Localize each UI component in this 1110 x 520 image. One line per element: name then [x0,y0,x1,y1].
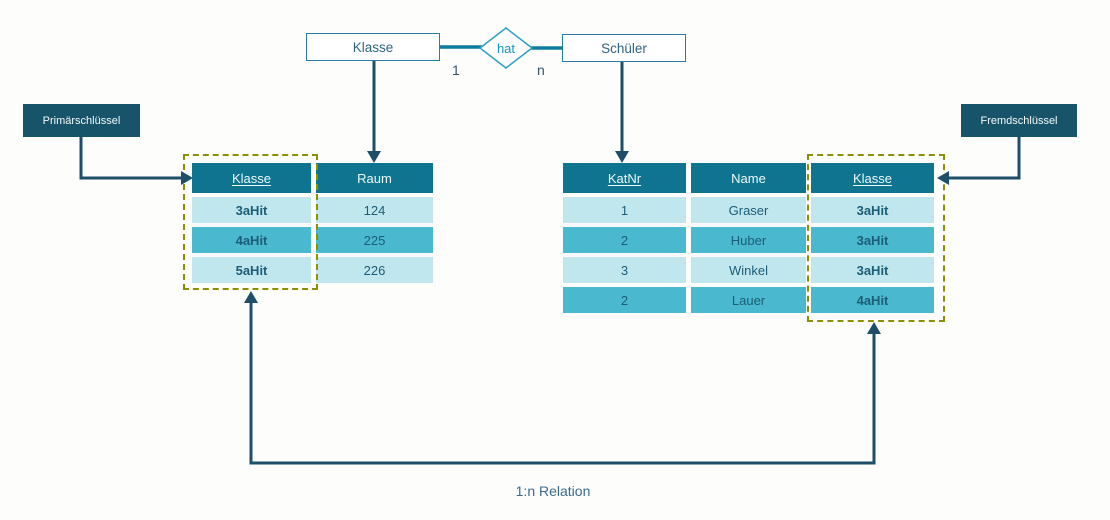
entity-klasse-label: Klasse [352,39,394,55]
column-header: KatNr [563,163,686,193]
table-cell: 226 [316,257,433,283]
table-cell: Huber [691,227,806,253]
column-header: Raum [316,163,433,193]
column-header: Klasse [811,163,934,193]
klasse-entity-arrowhead-icon [367,151,381,163]
column-header: Name [691,163,806,193]
column-header: Klasse [192,163,311,193]
primary-key-label-text: Primärschlüssel [42,114,121,127]
relation-diamond [478,27,534,69]
entity-schueler: Schüler [562,34,686,62]
primary-key-arrow-line [79,137,181,180]
table-cell: 2 [563,227,686,253]
table-cell: 5aHit [192,257,311,283]
table-cell: 1 [563,197,686,223]
table-cell: 3aHit [192,197,311,223]
table-cell: 4aHit [192,227,311,253]
table-cell: 2 [563,287,686,313]
table-cell: 124 [316,197,433,223]
table-cell: Graser [691,197,806,223]
foreign-key-outline [807,154,945,322]
schueler-entity-arrowhead-icon [615,151,629,163]
primary-key-outline [183,154,318,290]
table-cell: 3aHit [811,227,934,253]
cardinality-right: n [537,62,545,78]
cardinality-left: 1 [452,62,460,78]
foreign-key-label-text: Fremdschlüssel [980,114,1058,127]
table-cell: 225 [316,227,433,253]
table-cell: Lauer [691,287,806,313]
table-cell: 3aHit [811,257,934,283]
entity-klasse: Klasse [306,33,440,61]
table-cell: 3 [563,257,686,283]
entity-schueler-label: Schüler [601,40,647,56]
table-cell: Winkel [691,257,806,283]
primary-key-label: Primärschlüssel [23,104,140,137]
relation-connector-line [249,302,876,465]
relation-diamond-label: hat [497,41,515,56]
relation-caption: 1:n Relation [515,483,591,499]
table-cell: 3aHit [811,197,934,223]
foreign-key-arrow-line [949,137,1021,180]
relation-left-arrowhead-icon [244,291,258,303]
foreign-key-label: Fremdschlüssel [961,104,1077,137]
relation-right-arrowhead-icon [867,322,881,334]
